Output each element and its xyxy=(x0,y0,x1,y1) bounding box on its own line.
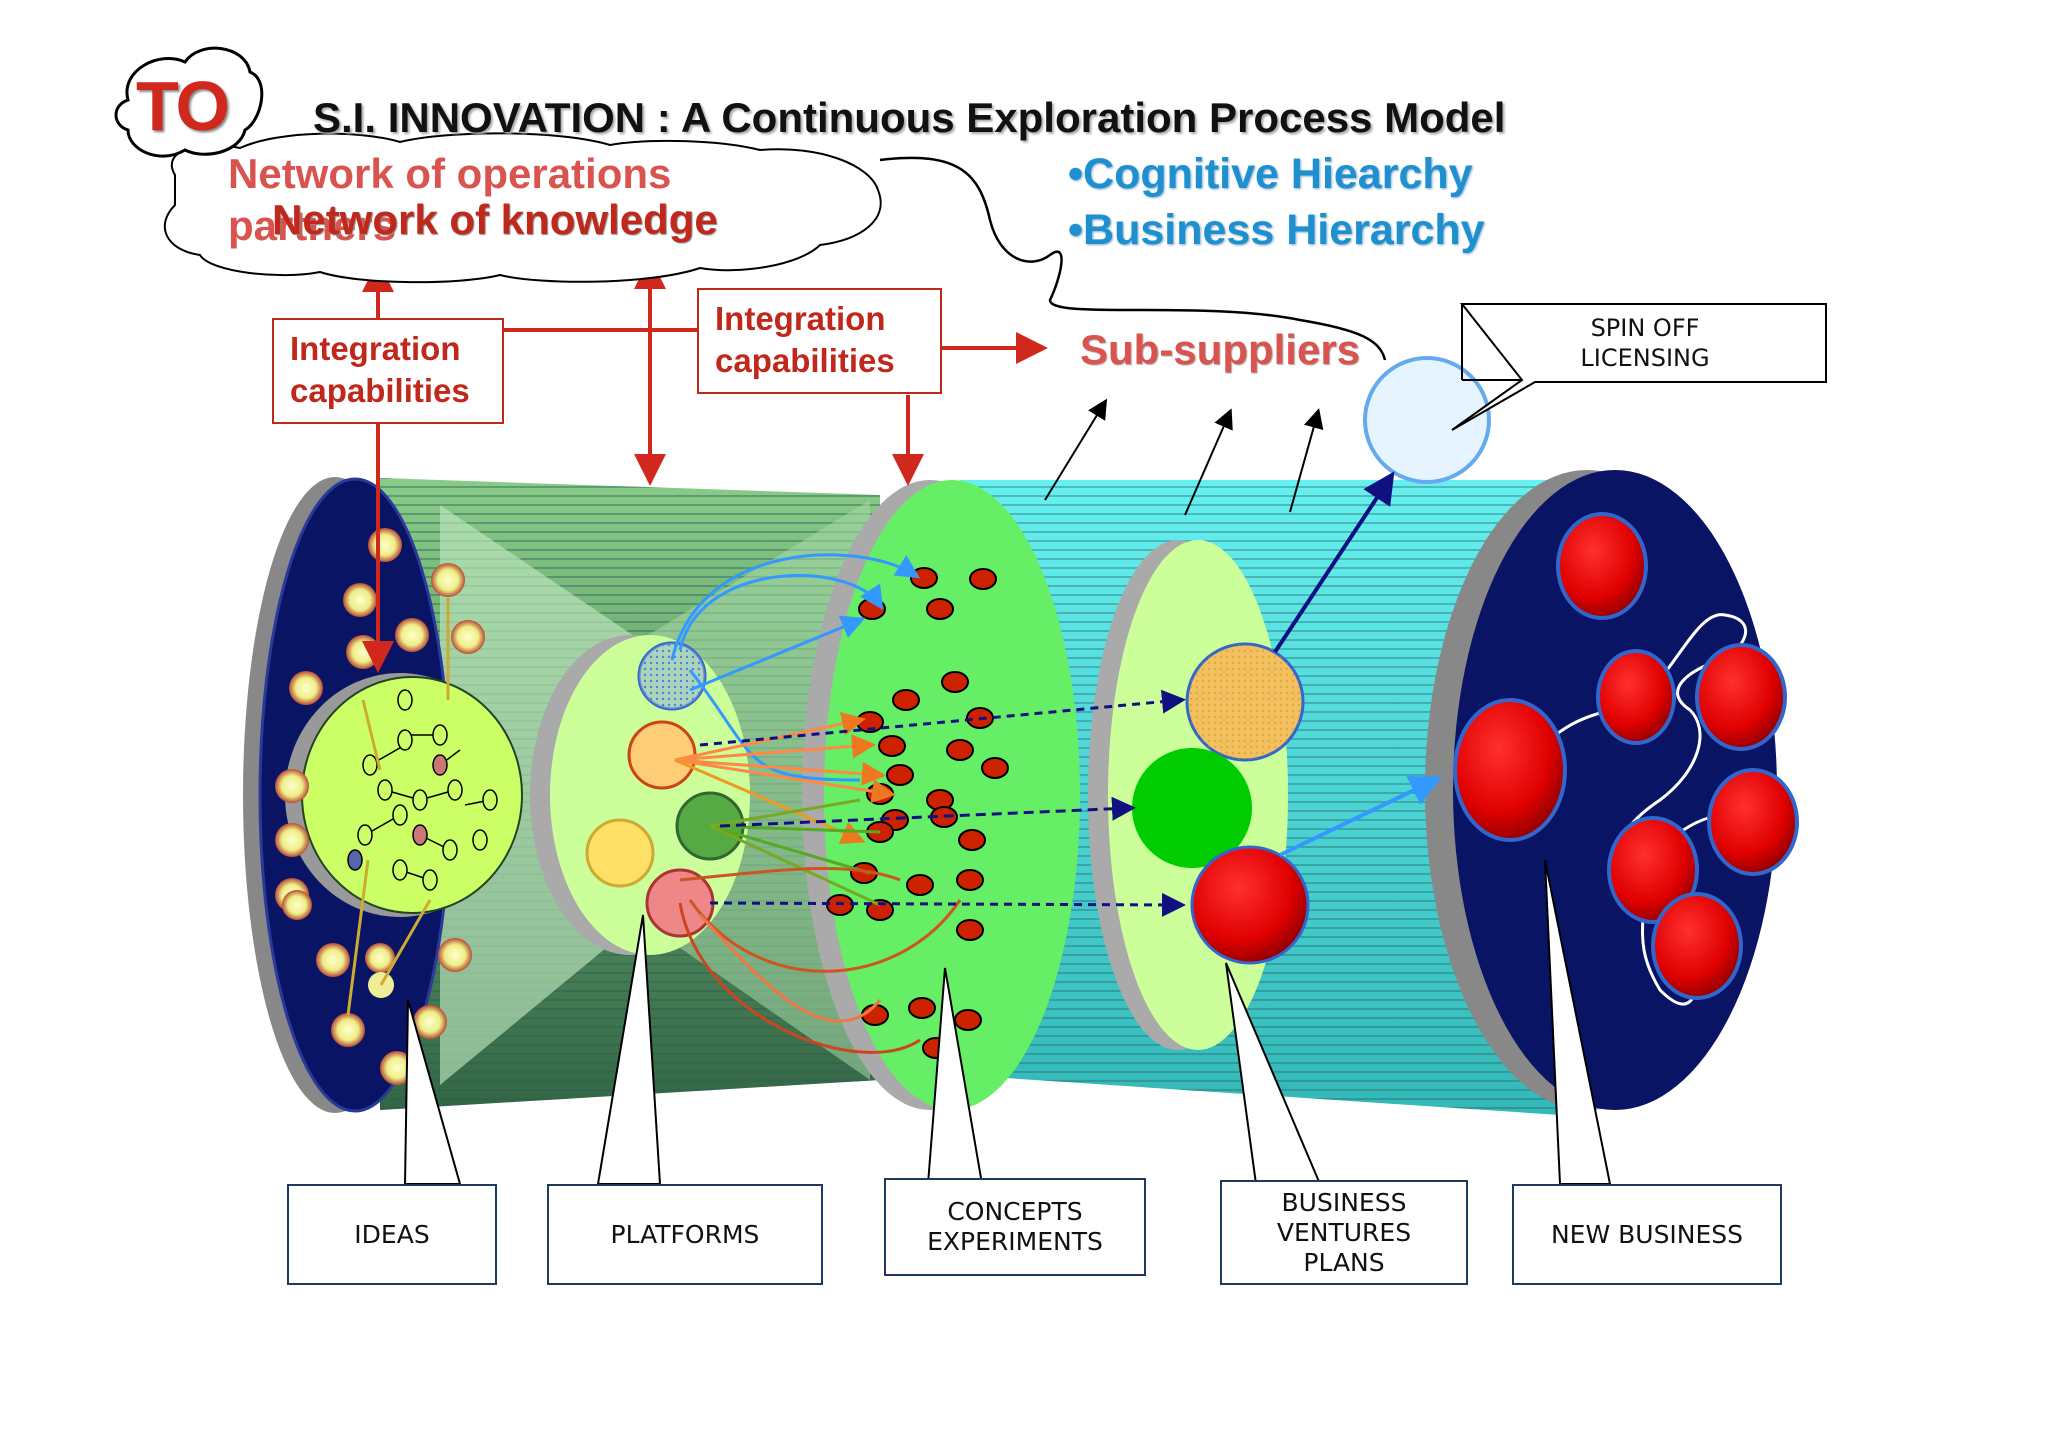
connector-curve xyxy=(879,156,1387,361)
logo-text: TO xyxy=(136,67,230,145)
idea-network xyxy=(347,689,498,891)
cloud-line2: partners xyxy=(228,202,397,249)
venture-green xyxy=(1132,748,1252,868)
integration-capabilities-left: Integration capabilities xyxy=(272,318,504,424)
stage-label-concepts: CONCEPTS EXPERIMENTS xyxy=(884,1178,1146,1276)
integration-capabilities-mid: Integration capabilities xyxy=(697,288,942,394)
spin-off-circle xyxy=(1363,356,1491,484)
sub-supplier-arrows xyxy=(1044,398,1324,516)
knowledge-cloud xyxy=(163,132,882,284)
page-title: S.I. INNOVATION : A Continuous Explorati… xyxy=(313,94,1506,141)
new-business-balls xyxy=(1453,512,1799,1000)
venture-red xyxy=(1190,845,1310,965)
cloud-line1: Network of operations xyxy=(228,150,672,197)
flow-arrows xyxy=(670,471,1443,1054)
integration-arrows xyxy=(362,257,1048,673)
idea-dots xyxy=(275,528,485,1085)
stage-label-new-business: NEW BUSINESS xyxy=(1512,1184,1782,1285)
sub-suppliers-label: Sub-suppliers xyxy=(1080,326,1361,373)
stage-label-business: BUSINESS VENTURES PLANS xyxy=(1220,1180,1468,1285)
hierarchy-cognitive: •Cognitive Hiearchy xyxy=(1068,150,1473,198)
cloud-overlay: Network of knowledge xyxy=(272,196,718,243)
spin-off-label: SPIN OFF LICENSING xyxy=(1580,314,1710,372)
stage-label-platforms: PLATFORMS xyxy=(547,1184,823,1285)
label-pointers xyxy=(403,859,1612,1185)
platform-orange xyxy=(627,720,697,790)
logo-cloud xyxy=(114,46,264,158)
hierarchy-business: •Business Hierarchy xyxy=(1068,206,1485,254)
platform-yellow xyxy=(585,818,655,888)
stage-label-ideas: IDEAS xyxy=(287,1184,497,1285)
